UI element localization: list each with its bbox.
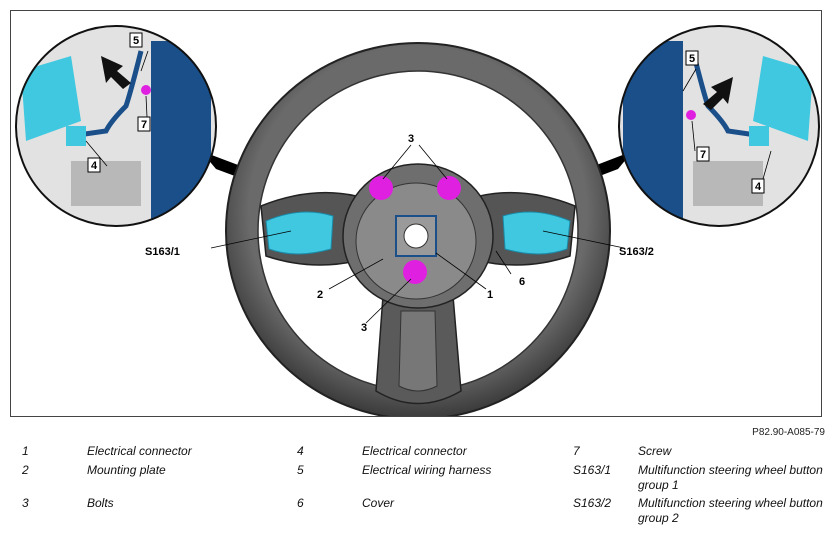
legend-text: Screw <box>638 444 672 458</box>
detail-view-left <box>15 25 217 227</box>
legend-text: Cover <box>362 496 395 510</box>
bolt-bottom <box>403 260 427 284</box>
detail-view-right <box>618 25 820 227</box>
callout-s163-1: S163/1 <box>145 246 180 258</box>
legend: 1 Electrical connector 2 Mounting plate … <box>0 441 833 534</box>
callout-4-right: 4 <box>755 181 762 193</box>
callout-5-left-box <box>129 32 143 48</box>
legend-num: S163/2 <box>573 496 612 510</box>
callout-7-right-box <box>696 146 710 162</box>
legend-num: S163/1 <box>573 463 612 477</box>
screw-right <box>686 110 696 120</box>
legend-text: Electrical wiring harness <box>362 463 492 477</box>
callout-3-top: 3 <box>408 133 414 145</box>
legend-num: 1 <box>22 444 29 458</box>
callout-6: 6 <box>519 276 525 288</box>
arrow-left <box>101 56 131 89</box>
callout-4-left: 4 <box>91 160 98 172</box>
callout-s163-2: S163/2 <box>619 246 654 258</box>
legend-text: Electrical connector <box>87 444 192 458</box>
button-group-s163-1 <box>265 211 334 255</box>
legend-text: Bolts <box>87 496 114 510</box>
callout-5-right: 5 <box>689 53 695 65</box>
figure-id: P82.90-A085-79 <box>752 427 825 438</box>
callout-7-right: 7 <box>700 149 706 161</box>
hub-center-hole <box>403 223 429 249</box>
arrow-right <box>703 77 733 110</box>
legend-text: Multifunction steering wheel button grou… <box>638 496 823 525</box>
callout-4-right-box <box>751 178 765 194</box>
bolt-top-left <box>369 176 393 200</box>
steering-wheel-diagram: 3 3 2 1 6 S163/1 S163/2 5 7 4 5 7 4 <box>10 10 822 417</box>
wheel-lower-spoke-insert <box>398 310 438 392</box>
button-group-s163-2 <box>502 211 571 255</box>
leader-lines <box>85 50 772 324</box>
callout-1: 1 <box>487 289 493 301</box>
legend-text: Electrical connector <box>362 444 467 458</box>
legend-num: 3 <box>22 496 29 510</box>
callout-7-left-box <box>137 116 151 132</box>
callout-5-left: 5 <box>133 35 139 47</box>
legend-num: 4 <box>297 444 304 458</box>
steering-wheel <box>225 42 611 416</box>
callout-7-left: 7 <box>141 119 147 131</box>
callout-5-right-box <box>685 50 699 66</box>
legend-num: 5 <box>297 463 304 477</box>
diagram-canvas: 3 3 2 1 6 S163/1 S163/2 5 7 4 5 7 4 <box>15 25 820 416</box>
legend-text: Mounting plate <box>87 463 166 477</box>
legend-num: 2 <box>22 463 29 477</box>
screw-left <box>141 85 151 95</box>
legend-text: Multifunction steering wheel button grou… <box>638 463 823 492</box>
callout-2: 2 <box>317 289 323 301</box>
legend-num: 6 <box>297 496 304 510</box>
callout-3-bottom: 3 <box>361 322 367 334</box>
callout-4-left-box <box>87 157 101 173</box>
bolt-top-right <box>437 176 461 200</box>
legend-num: 7 <box>573 444 580 458</box>
